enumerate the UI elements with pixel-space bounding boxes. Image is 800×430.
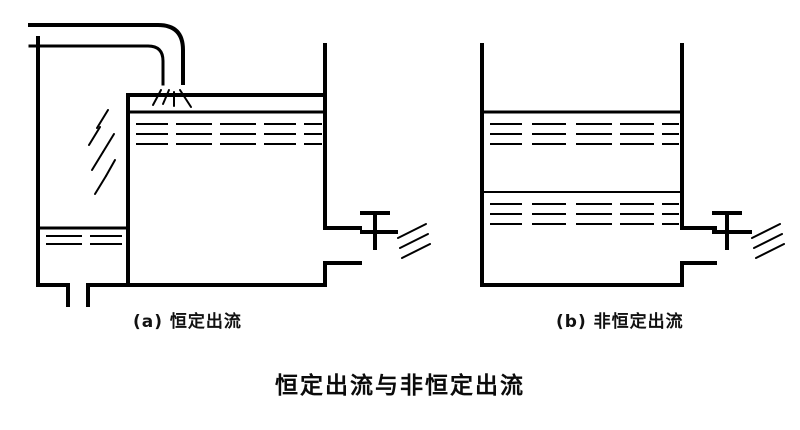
tank-a-bottom	[126, 261, 327, 287]
tank-b-lower-water-hatch	[490, 203, 679, 225]
tank-a-water-hatch	[136, 123, 322, 145]
left-reservoir-drain-right	[86, 283, 130, 307]
left-reservoir-left-wall	[36, 36, 70, 287]
tank-b-upper-water-hatch	[490, 123, 679, 145]
tank-b-left-wall-and-bottom	[480, 43, 684, 287]
inlet-pipe-inner-wall	[28, 44, 165, 86]
panel-b	[480, 43, 785, 287]
discharge-jet-b	[751, 223, 785, 259]
discharge-jet-a	[397, 223, 431, 259]
outlet-valve-b[interactable]	[712, 211, 752, 250]
left-reservoir-water-hatch	[46, 235, 122, 245]
panel-a	[28, 23, 431, 307]
inlet-pipe-outer-wall	[28, 23, 185, 85]
outlet-valve-a[interactable]	[360, 211, 398, 250]
splash-marks	[152, 89, 192, 108]
feed-stream-marks	[88, 109, 116, 195]
